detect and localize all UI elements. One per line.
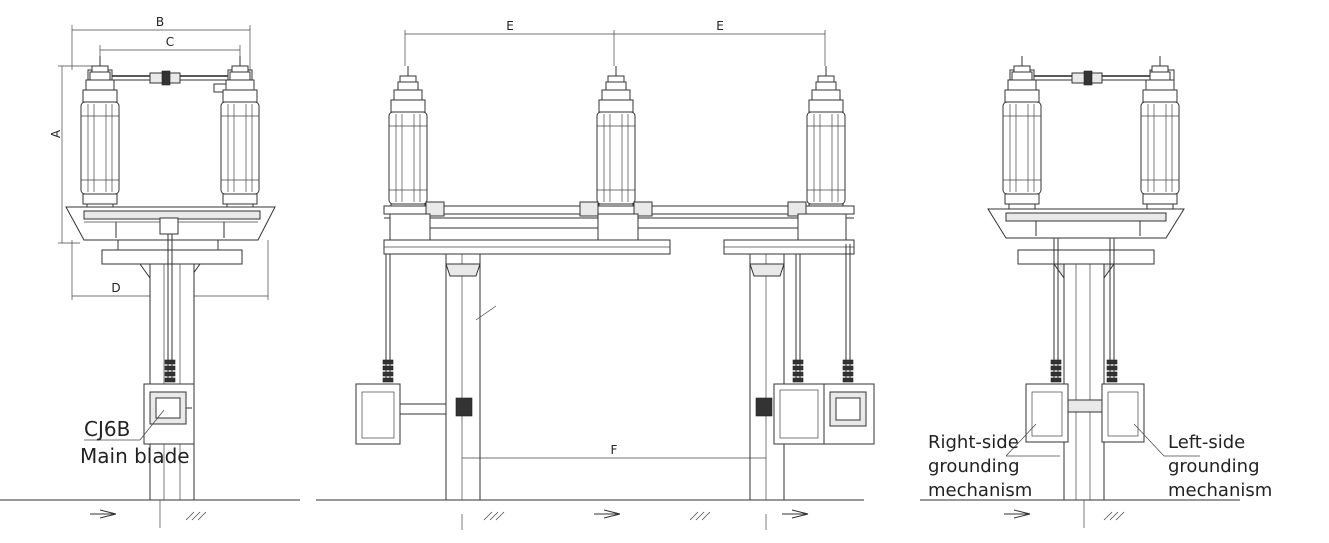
dim-label-c: C xyxy=(166,35,174,49)
dim-label-e-right: E xyxy=(716,19,724,33)
callout-left-side-line3: mechanism xyxy=(1168,480,1272,501)
dim-label-b: B xyxy=(156,15,164,29)
callout-right-side-line1: Right-side xyxy=(928,432,1019,453)
left-view: B C A D CJ6B Main blade xyxy=(0,15,300,528)
callout-right-side-line2: grounding xyxy=(928,456,1020,477)
callout-right-side-line3: mechanism xyxy=(928,480,1032,501)
callout-main-blade: Main blade xyxy=(80,444,190,468)
right-view: Right-side grounding mechanism Left-side… xyxy=(920,55,1272,528)
dim-label-a: A xyxy=(49,129,63,138)
dim-label-f: F xyxy=(611,443,618,457)
callout-left-side-line2: grounding xyxy=(1168,456,1260,477)
dim-label-d: D xyxy=(111,281,120,295)
callout-model: CJ6B xyxy=(84,417,130,441)
callout-left-side-line1: Left-side xyxy=(1168,432,1245,453)
dim-label-e-left: E xyxy=(506,19,514,33)
middle-view: E E F xyxy=(316,19,875,530)
